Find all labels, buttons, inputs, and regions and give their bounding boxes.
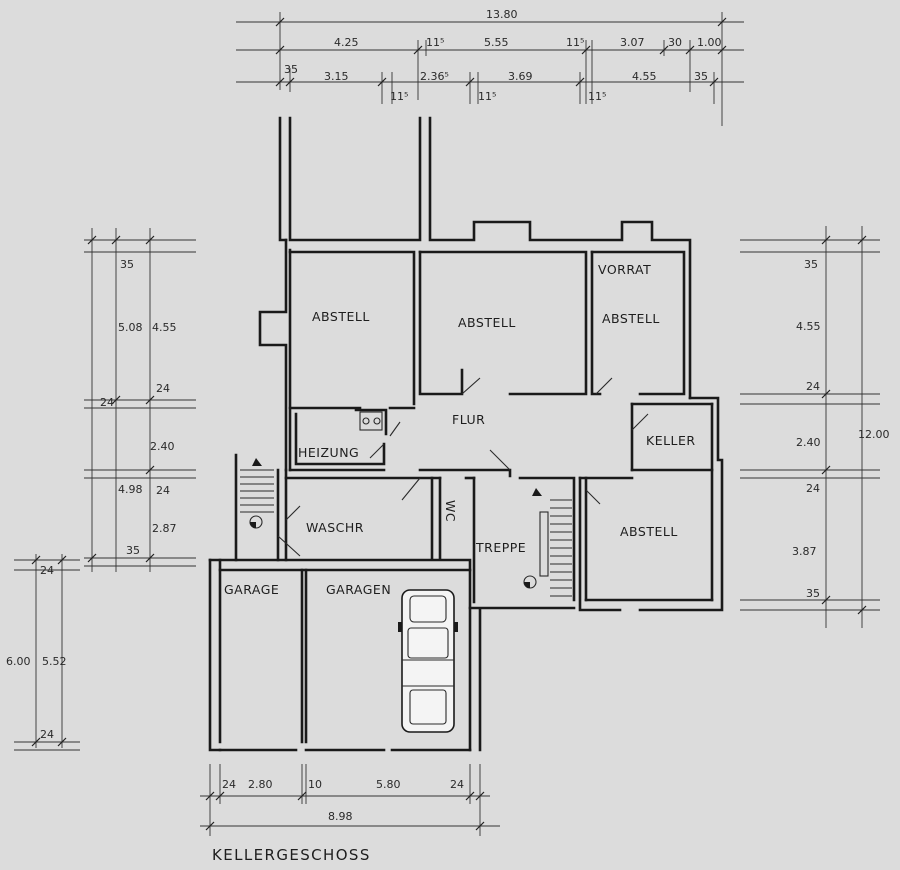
dim-left-2-a: 35 bbox=[120, 258, 134, 271]
dim-top-2-g: 1.00 bbox=[697, 36, 722, 49]
dim-garage-left-b: 5.52 bbox=[42, 655, 67, 668]
room-label-keller: KELLER bbox=[646, 433, 696, 448]
plan-title: KELLERGESCHOSS bbox=[212, 846, 371, 864]
dim-top-2-c: 5.55 bbox=[484, 36, 509, 49]
dim-left-2-d: 2.40 bbox=[150, 440, 175, 453]
dim-garage-left-a: 6.00 bbox=[6, 655, 31, 668]
dimension-lines bbox=[14, 12, 880, 836]
room-label-waschr: WASCHR bbox=[306, 520, 364, 535]
dim-left-2-c: 24 bbox=[156, 382, 170, 395]
dim-right-d: 2.40 bbox=[796, 436, 821, 449]
room-label-abstell-4: ABSTELL bbox=[620, 524, 678, 539]
dim-garage-left-c: 24 bbox=[40, 564, 54, 577]
dim-left-2-g: 35 bbox=[126, 544, 140, 557]
dim-top-3-f: 3.69 bbox=[508, 70, 533, 83]
door-swings bbox=[277, 377, 649, 557]
room-label-garage: GARAGE bbox=[224, 582, 279, 597]
dim-top-3-i: 35 bbox=[694, 70, 708, 83]
car-icon bbox=[398, 589, 458, 733]
dim-bottom-e: 24 bbox=[450, 778, 464, 791]
dim-top-3-a: 35 bbox=[284, 63, 298, 76]
dim-right-g: 35 bbox=[806, 587, 820, 600]
dimension-labels: 13.80 4.25 11⁵ 5.55 11⁵ 3.07 30 1.00 35 … bbox=[6, 8, 890, 823]
dim-top-3-d: 2.36⁵ bbox=[420, 70, 449, 83]
dim-top-3-h: 4.55 bbox=[632, 70, 657, 83]
dim-top-2-b: 11⁵ bbox=[426, 36, 444, 49]
room-label-abstell-3: ABSTELL bbox=[602, 311, 660, 326]
dim-bottom-b: 2.80 bbox=[248, 778, 273, 791]
room-label-flur: FLUR bbox=[452, 412, 485, 427]
room-label-abstell-1: ABSTELL bbox=[312, 309, 370, 324]
dim-right-total: 12.00 bbox=[858, 428, 890, 441]
dim-right-e: 24 bbox=[806, 482, 820, 495]
room-labels: ABSTELL ABSTELL VORRAT ABSTELL FLUR HEIZ… bbox=[224, 262, 696, 597]
stairs bbox=[240, 458, 572, 597]
dim-top-2-a: 4.25 bbox=[334, 36, 359, 49]
dim-left-1-a: 5.08 bbox=[118, 321, 143, 334]
room-label-wc: WC bbox=[443, 500, 458, 522]
dim-top-3-b: 3.15 bbox=[324, 70, 349, 83]
dim-garage-left-d: 24 bbox=[40, 728, 54, 741]
walls bbox=[208, 116, 724, 752]
dim-right-c: 24 bbox=[806, 380, 820, 393]
dim-top-2-f: 30 bbox=[668, 36, 682, 49]
dim-right-a: 35 bbox=[804, 258, 818, 271]
dim-top-2-e: 3.07 bbox=[620, 36, 645, 49]
dim-right-b: 4.55 bbox=[796, 320, 821, 333]
room-label-heizung: HEIZUNG bbox=[298, 445, 359, 460]
dim-top-2-d: 11⁵ bbox=[566, 36, 584, 49]
dim-left-2-e: 24 bbox=[156, 484, 170, 497]
room-label-abstell-2: ABSTELL bbox=[458, 315, 516, 330]
dim-left-24: 24 bbox=[100, 396, 114, 409]
dim-bottom-total: 8.98 bbox=[328, 810, 353, 823]
dim-left-1-b: 4.98 bbox=[118, 483, 143, 496]
room-label-vorrat: VORRAT bbox=[598, 262, 651, 277]
dim-top-total: 13.80 bbox=[486, 8, 518, 21]
dim-top-3-g: 11⁵ bbox=[588, 90, 606, 103]
dim-bottom-d: 5.80 bbox=[376, 778, 401, 791]
dim-bottom-a: 24 bbox=[222, 778, 236, 791]
dim-right-f: 3.87 bbox=[792, 545, 817, 558]
dim-left-2-f: 2.87 bbox=[152, 522, 177, 535]
dim-top-3-e: 11⁵ bbox=[478, 90, 496, 103]
room-label-garagen: GARAGEN bbox=[326, 582, 391, 597]
room-label-treppe: TREPPE bbox=[475, 540, 526, 555]
dim-top-3-c: 11⁵ bbox=[390, 90, 408, 103]
dim-bottom-c: 10 bbox=[308, 778, 322, 791]
dim-left-2-b: 4.55 bbox=[152, 321, 177, 334]
